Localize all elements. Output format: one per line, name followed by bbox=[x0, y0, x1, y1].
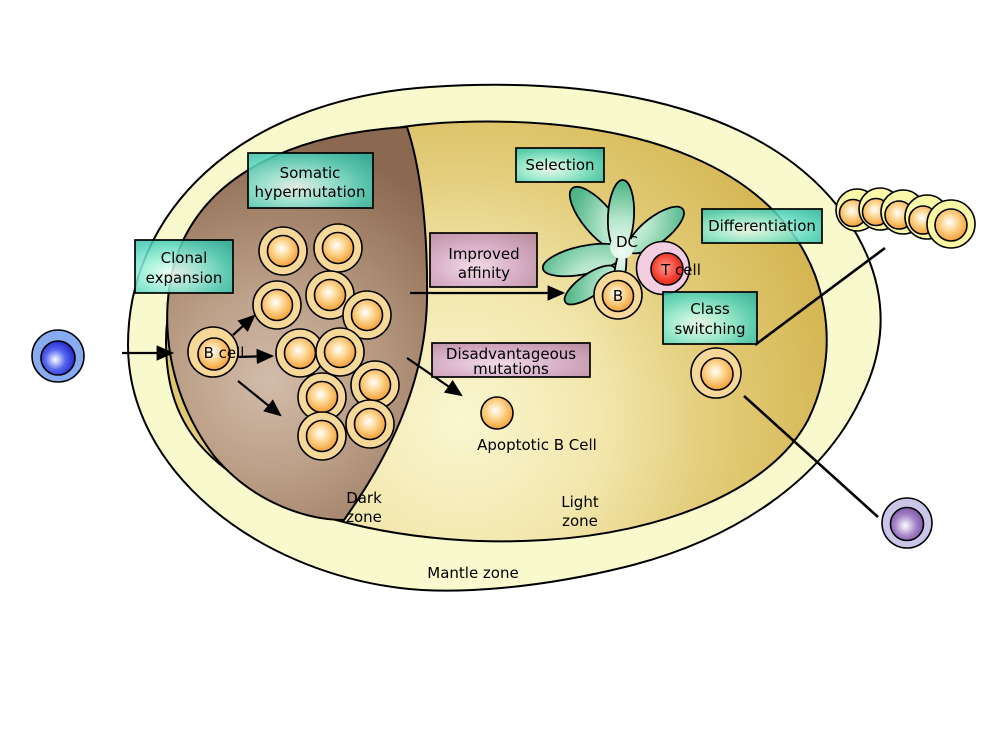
class-switching-label-2: switching bbox=[674, 320, 745, 338]
expansion-arrow-up bbox=[232, 314, 256, 336]
light-zone-label-1: Light bbox=[561, 493, 599, 511]
dark-zone-label-2: zone bbox=[346, 508, 382, 526]
disadvantageous-mutations-label-2: mutations bbox=[473, 360, 549, 378]
expansion-arrow-down bbox=[237, 380, 282, 417]
line-to-plasma-cells bbox=[754, 246, 886, 347]
line-to-memory-cell bbox=[743, 395, 879, 518]
disadvantageous-mutations-box bbox=[431, 342, 591, 378]
apoptotic-b-cell bbox=[480, 396, 514, 430]
b-cell-cluster bbox=[252, 223, 400, 461]
somatic-hypermutation-box bbox=[247, 152, 374, 209]
light-zone-label-2: zone bbox=[562, 512, 598, 530]
improved-affinity-box bbox=[429, 232, 538, 288]
memory-b-cell bbox=[881, 497, 933, 549]
clonal-expansion-label-1: Clonal bbox=[161, 249, 208, 267]
clonal-expansion-box bbox=[134, 239, 234, 294]
improved-affinity-label-1: Improved bbox=[448, 245, 519, 263]
somatic-hypermutation-label-1: Somatic bbox=[280, 164, 341, 182]
clonal-expansion-label-2: expansion bbox=[146, 269, 223, 287]
mantle-zone-label: Mantle zone bbox=[427, 564, 518, 582]
expansion-arrow-mid bbox=[235, 348, 275, 365]
t-cell-label: T cell bbox=[660, 261, 701, 279]
b-cell-label: B cell bbox=[204, 344, 245, 362]
dark-zone-label-1: Dark bbox=[346, 489, 382, 507]
b-cell bbox=[187, 326, 239, 378]
plasma-cell-chain bbox=[835, 187, 976, 249]
selection-label: Selection bbox=[525, 156, 594, 174]
class-switching-label-1: Class bbox=[690, 300, 730, 318]
differentiation-label: Differentiation bbox=[708, 217, 816, 235]
class-switched-b-cell bbox=[690, 347, 742, 399]
selection-box bbox=[515, 147, 605, 183]
somatic-hypermutation-label-2: hypermutation bbox=[255, 183, 366, 201]
dendritic-cell-label: DC bbox=[616, 233, 638, 251]
arrow-group bbox=[122, 285, 566, 417]
disadvantageous-mutations-label-1: Disadvantageous bbox=[446, 345, 576, 363]
class-switching-box bbox=[662, 291, 758, 345]
apoptotic-label: Apoptotic B Cell bbox=[477, 436, 597, 454]
improved-affinity-label-2: affinity bbox=[458, 264, 510, 282]
selected-b-cell bbox=[593, 270, 643, 320]
naive-b-cell bbox=[31, 329, 85, 383]
differentiation-box bbox=[701, 208, 823, 244]
selected-b-cell-label: B bbox=[613, 287, 623, 305]
